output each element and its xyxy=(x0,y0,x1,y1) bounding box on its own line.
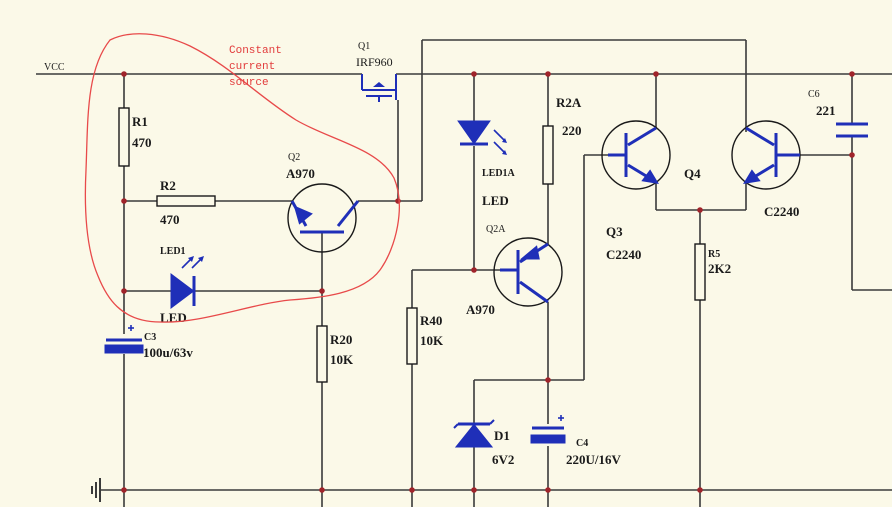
led1a-value: LED xyxy=(482,193,509,208)
r2-resistor xyxy=(156,195,216,207)
d1-zener-diode xyxy=(453,419,495,448)
q3-ref: Q3 xyxy=(606,224,623,239)
r20-value: 10K xyxy=(330,352,354,367)
led1-ref: LED1 xyxy=(160,246,186,257)
r40-value: 10K xyxy=(420,333,444,348)
q2-value: A970 xyxy=(286,166,315,181)
r20-resistor xyxy=(316,325,328,383)
r40-resistor xyxy=(406,307,418,365)
led1-diode xyxy=(170,256,204,309)
q1-ref: Q1 xyxy=(358,41,370,52)
r5-resistor xyxy=(694,243,706,301)
c6-capacitor xyxy=(836,122,868,138)
r20-ref: R20 xyxy=(330,332,352,347)
q2a-ref: Q2A xyxy=(486,224,506,235)
c3-value: 100u/63v xyxy=(143,345,193,360)
led1a-diode xyxy=(457,120,507,155)
d1-value: 6V2 xyxy=(492,452,514,467)
r5-ref: R5 xyxy=(708,249,720,260)
junctions xyxy=(121,71,855,493)
r2a-ref: R2A xyxy=(556,95,582,110)
note-line-2: current xyxy=(229,61,275,73)
constant-current-source-outline xyxy=(84,33,400,323)
q1-mosfet xyxy=(361,74,397,102)
r40-ref: R40 xyxy=(420,313,442,328)
r2a-value: 220 xyxy=(562,123,582,138)
c4-capacitor xyxy=(530,415,566,444)
q2a-transistor xyxy=(493,237,563,307)
r2a-resistor xyxy=(542,125,554,185)
ground-icon xyxy=(91,478,101,502)
wires xyxy=(36,39,892,507)
r1-resistor xyxy=(118,107,130,167)
c4-value: 220U/16V xyxy=(566,452,622,467)
led1a-ref: LED1A xyxy=(482,168,516,179)
q4-ref: Q4 xyxy=(684,166,701,181)
q4-value: C2240 xyxy=(764,204,799,219)
r1-ref: R1 xyxy=(132,114,148,129)
c6-ref: C6 xyxy=(808,89,820,100)
q3-value: C2240 xyxy=(606,247,641,262)
c6-value: 221 xyxy=(816,103,836,118)
vcc-label: VCC xyxy=(44,62,65,73)
note-line-3: source xyxy=(229,77,269,89)
r5-value: 2K2 xyxy=(708,261,731,276)
d1-ref: D1 xyxy=(494,428,510,443)
q4-transistor xyxy=(731,120,801,190)
q2-transistor xyxy=(287,183,360,253)
note-line-1: Constant xyxy=(229,45,282,57)
r2-ref: R2 xyxy=(160,178,176,193)
c3-capacitor xyxy=(104,325,144,354)
r1-value: 470 xyxy=(132,135,152,150)
c3-ref: C3 xyxy=(144,332,156,343)
q2-ref: Q2 xyxy=(288,152,300,163)
q3-transistor xyxy=(601,120,671,190)
r2-value: 470 xyxy=(160,212,180,227)
q2a-value: A970 xyxy=(466,302,495,317)
q1-value: IRF960 xyxy=(356,55,393,69)
c4-ref: C4 xyxy=(576,438,588,449)
